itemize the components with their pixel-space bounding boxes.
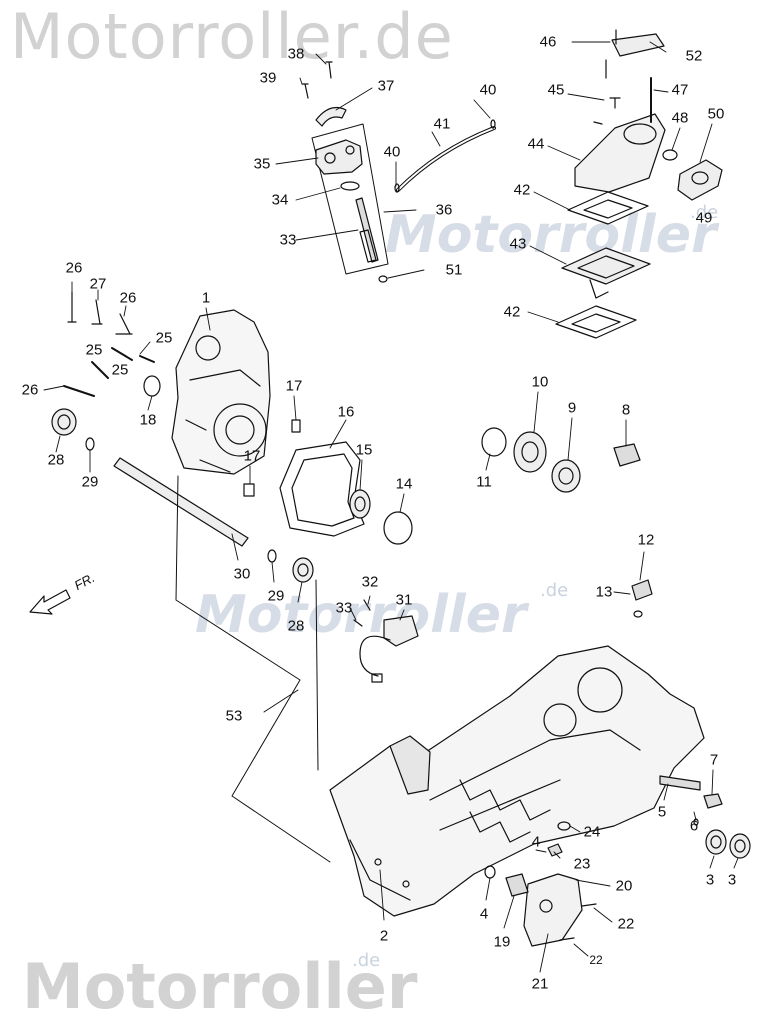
callout-29: 29 (267, 587, 285, 605)
watermark-suffix-middle: .de (540, 580, 569, 601)
callout-21: 21 (531, 975, 549, 993)
callout-51: 51 (445, 261, 463, 279)
callout-4: 4 (531, 833, 541, 851)
front-direction-arrow-icon (29, 589, 71, 615)
callout-30: 30 (233, 565, 251, 583)
callout-28: 28 (287, 617, 305, 635)
intake-assembly (555, 29, 723, 339)
callout-17: 17 (243, 447, 261, 465)
watermark-brand-upper: Motorroller (385, 205, 717, 265)
callout-1: 1 (201, 289, 211, 307)
callout-41: 41 (433, 115, 451, 133)
watermark-suffix-upper: .de (690, 202, 719, 223)
callout-45: 45 (547, 81, 565, 99)
callout-33: 33 (335, 599, 353, 617)
callout-35: 35 (253, 155, 271, 173)
callout-29: 29 (81, 473, 99, 491)
callout-7: 7 (709, 751, 719, 769)
callout-23: 23 (573, 855, 591, 873)
bearing-set (481, 427, 641, 493)
sensor-assembly (353, 599, 419, 683)
callout-40: 40 (479, 81, 497, 99)
drain-plug (631, 579, 653, 618)
callout-28: 28 (47, 451, 65, 469)
callout-24: 24 (583, 823, 601, 841)
callout-6: 6 (689, 817, 699, 835)
callout-40: 40 (383, 143, 401, 161)
callout-26: 26 (119, 289, 137, 307)
callout-15: 15 (355, 441, 373, 459)
oil-pump-assembly (301, 61, 496, 283)
callout-16: 16 (337, 403, 355, 421)
callout-39: 39 (259, 69, 277, 87)
callout-26: 26 (65, 259, 83, 277)
callout-32: 32 (361, 573, 379, 591)
callout-38: 38 (287, 45, 305, 63)
callout-22: 22 (617, 915, 635, 933)
callout-17: 17 (285, 377, 303, 395)
callout-2: 2 (379, 927, 389, 945)
callout-18: 18 (139, 411, 157, 429)
callout-13: 13 (595, 583, 613, 601)
callout-31: 31 (395, 591, 413, 609)
callout-12: 12 (637, 531, 655, 549)
callout-44: 44 (527, 135, 545, 153)
watermark-brand-bottom: Motorroller (22, 950, 418, 1023)
watermark-brand-middle: Motorroller (195, 585, 527, 645)
callout-26: 26 (21, 381, 39, 399)
callout-42: 42 (503, 303, 521, 321)
callout-25: 25 (111, 361, 129, 379)
callout-46: 46 (539, 33, 557, 51)
callout-37: 37 (377, 77, 395, 95)
callout-50: 50 (707, 105, 725, 123)
callout-20: 20 (615, 877, 633, 895)
callout-9: 9 (567, 399, 577, 417)
callout-4: 4 (479, 905, 489, 923)
callout-10: 10 (531, 373, 549, 391)
leader-lines (43, 41, 739, 973)
callout-27: 27 (89, 275, 107, 293)
callout-42: 42 (513, 181, 531, 199)
callout-25: 25 (155, 329, 173, 347)
callout-48: 48 (671, 109, 689, 127)
shaft-and-seals (113, 457, 314, 583)
callout-33: 33 (279, 231, 297, 249)
callout-49: 49 (695, 209, 713, 227)
callout-5: 5 (657, 803, 667, 821)
callout-43: 43 (509, 235, 527, 253)
callout-14: 14 (395, 475, 413, 493)
watermark-suffix-bottom: .de (352, 950, 381, 971)
watermark-site-top: Motorroller.de (10, 0, 454, 73)
gasket-set (243, 419, 413, 545)
assembly-outline-53 (175, 475, 331, 863)
callout-22: 22 (589, 953, 603, 967)
callout-53: 53 (225, 707, 243, 725)
callout-11: 11 (476, 473, 492, 491)
callout-3: 3 (727, 871, 737, 889)
callout-47: 47 (671, 81, 689, 99)
callout-34: 34 (271, 191, 289, 209)
left-crankcase (51, 291, 271, 475)
callout-25: 25 (85, 341, 103, 359)
right-crankcase (329, 645, 705, 917)
axle-parts (659, 775, 751, 859)
callout-8: 8 (621, 401, 631, 419)
callout-36: 36 (435, 201, 453, 219)
callout-19: 19 (493, 933, 511, 951)
cover-plate-assembly (484, 821, 597, 947)
callout-3: 3 (705, 871, 715, 889)
callout-52: 52 (685, 47, 703, 65)
